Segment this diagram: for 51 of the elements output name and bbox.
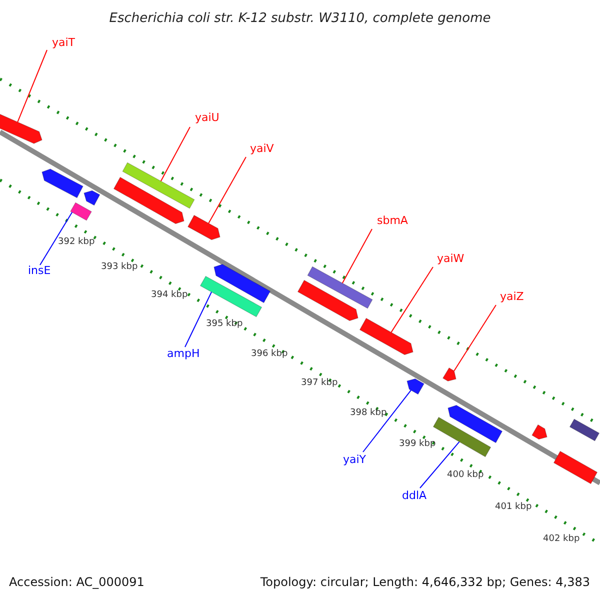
gene-feature — [113, 176, 184, 224]
gene-feature — [188, 214, 220, 240]
gene-label: ampH — [167, 348, 200, 359]
gene-feature — [214, 264, 271, 304]
gene-feature — [84, 190, 100, 206]
gene-label: sbmA — [377, 215, 408, 226]
gene-feature — [200, 276, 262, 318]
gene-label: yaiU — [195, 112, 220, 123]
gene-feature — [442, 367, 456, 382]
scale-label: 399 kbp — [399, 440, 436, 449]
title: Escherichia coli str. K-12 substr. W3110, complete genome — [108, 12, 492, 25]
scale-label: 398 kbp — [350, 409, 387, 418]
gene-feature — [359, 318, 414, 356]
gene-feature — [297, 280, 358, 322]
gene-feature — [448, 404, 503, 444]
leader-line — [208, 156, 246, 224]
gene-label: yaiT — [52, 37, 76, 48]
scale-label: 395 kbp — [206, 320, 243, 329]
scale-label: 393 kbp — [101, 263, 138, 272]
gene-label: yaiW — [437, 253, 464, 264]
gene-label: yaiY — [343, 454, 366, 465]
leader-line — [17, 50, 48, 123]
gene-label: yaiV — [250, 143, 274, 154]
gene-feature — [122, 162, 195, 209]
gene-feature — [569, 418, 600, 442]
accession-text: Accession: AC_000091 — [9, 576, 144, 588]
leader-line — [160, 126, 190, 182]
scale-label: 394 kbp — [151, 291, 188, 300]
scale-label: 392 kbp — [58, 238, 95, 247]
gene-feature — [42, 168, 84, 198]
gene-feature — [406, 378, 424, 395]
gene-feature — [553, 450, 598, 484]
scale-label: 401 kbp — [495, 503, 532, 512]
leader-line — [40, 212, 73, 266]
leader-line — [342, 228, 372, 284]
scale-label: 397 kbp — [301, 379, 338, 388]
leader-line — [390, 266, 434, 333]
leader-line — [420, 441, 460, 488]
scale-label: 396 kbp — [251, 350, 288, 359]
leader-line — [184, 292, 212, 348]
scale-label: 400 kbp — [447, 471, 484, 480]
leader-line — [454, 304, 496, 372]
gene-feature — [532, 424, 548, 440]
gene-label: yaiZ — [500, 291, 524, 302]
gene-label: ddlA — [402, 490, 427, 501]
leader-line — [362, 390, 412, 452]
genome-info-text: Topology: circular; Length: 4,646,332 bp; Genes: 4,383 — [260, 576, 590, 588]
gene-feature — [70, 202, 92, 221]
scale-label: 402 kbp — [543, 535, 580, 544]
gene-label: insE — [28, 265, 51, 276]
gene-feature — [307, 266, 373, 309]
